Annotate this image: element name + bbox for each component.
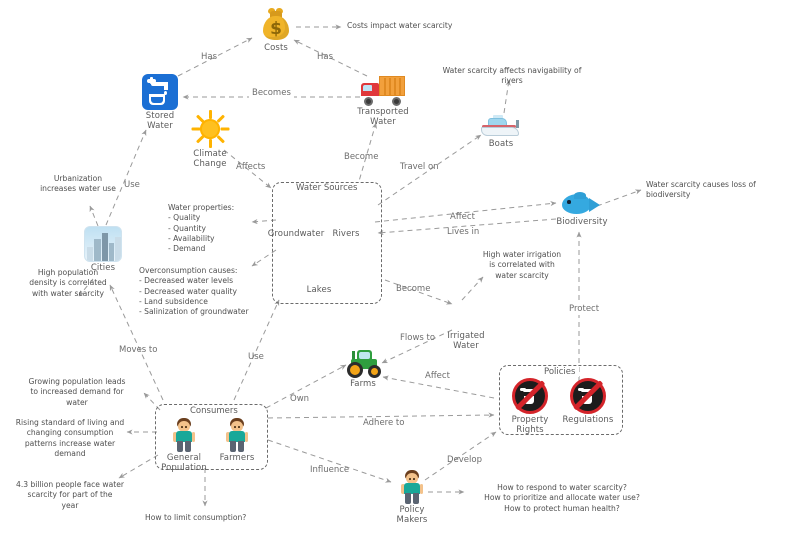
node-label-general-population: General Population [161, 453, 207, 473]
node-label-farms: Farms [350, 379, 376, 389]
node-label-lakes: Lakes [306, 285, 332, 295]
note-costs-impact: Costs impact water scarcity [347, 21, 453, 30]
node-label-climate-change: Climate Change [193, 149, 227, 169]
node-label-rivers: Rivers [332, 229, 360, 239]
node-label-irrigated-water: Irrigated Water [447, 331, 485, 351]
edge-label-use-cities: Use [124, 180, 140, 190]
boat-icon [479, 112, 523, 138]
note-limit-consumption: How to limit consumption? [145, 513, 247, 522]
no-tap-icon [512, 378, 548, 414]
note-urbanization: Urbanization increases water use [40, 174, 116, 194]
node-farmers[interactable]: Farmers [214, 418, 260, 464]
node-boats[interactable]: Boats [478, 112, 524, 150]
node-label-groundwater: Groundwater [267, 229, 325, 239]
node-climate-change[interactable]: Climate Change [186, 110, 234, 170]
edge-label-become-tw: Become [344, 152, 379, 162]
group-title-consumers: Consumers [186, 406, 242, 416]
edge-label-develop: Develop [447, 455, 482, 465]
edge-label-has-right: Has [317, 52, 334, 62]
node-general-population[interactable]: General Population [161, 418, 207, 474]
note-policy-questions: How to respond to water scarcity? How to… [484, 483, 640, 513]
edge-label-becomes: Becomes [249, 88, 294, 98]
edge-label-protect: Protect [566, 303, 603, 315]
node-biodiversity[interactable]: Biodiversity [556, 192, 608, 228]
water-tap-icon [142, 74, 178, 110]
fish-icon [562, 192, 602, 216]
group-box-consumers [155, 404, 268, 470]
no-tap-icon [570, 378, 606, 414]
person-icon [224, 418, 250, 452]
node-property-rights[interactable]: Property Rights [506, 378, 554, 436]
node-label-farmers: Farmers [219, 453, 255, 463]
water-drop-icon [306, 252, 332, 284]
edge-label-affect-farm: Affect [425, 371, 450, 381]
delivery-truck-icon [361, 76, 405, 106]
sun-icon [191, 110, 230, 148]
note-pop-density: High population density is correlated wi… [29, 268, 107, 298]
person-icon [171, 418, 197, 452]
node-farms[interactable]: Farms [340, 348, 386, 390]
node-label-policy-makers: Policy Makers [396, 505, 428, 525]
node-label-costs: Costs [264, 43, 288, 53]
edge-label-adhere-to: Adhere to [360, 418, 408, 428]
group-box-policies [499, 365, 623, 435]
edge-label-has-left: Has [201, 52, 218, 62]
group-title-policies: Policies [540, 367, 580, 377]
node-label-property-rights: Property Rights [511, 415, 549, 435]
edge-label-own: Own [290, 394, 310, 404]
note-rising-standard: Rising standard of living and changing c… [15, 418, 125, 458]
node-label-cities: Cities [90, 263, 116, 273]
tractor-icon [341, 348, 385, 378]
water-drop-icon [333, 196, 359, 228]
note-billion-people: 4.3 billion people face water scarcity f… [16, 480, 124, 510]
node-label-regulations: Regulations [562, 415, 614, 425]
edge-label-moves-to: Moves to [119, 345, 158, 355]
edge-label-influence: Influence [310, 465, 350, 475]
note-navigability: Water scarcity affects navigability of r… [442, 66, 582, 86]
edge-label-use-cons: Use [248, 352, 264, 362]
city-skyline-icon [84, 226, 122, 262]
note-high-irrigation: High water irrigation is correlated with… [482, 250, 562, 280]
edge-label-lives-in: Lives in [447, 227, 480, 237]
node-irrigated-water[interactable]: Irrigated Water [440, 298, 492, 352]
edge-label-affects: Affects [236, 162, 266, 172]
edge-label-travel-on: Travel on [400, 162, 439, 172]
person-icon [399, 470, 425, 504]
node-label-biodiversity: Biodiversity [556, 217, 608, 227]
node-groundwater[interactable]: Groundwater [267, 196, 325, 240]
node-rivers[interactable]: Rivers [324, 196, 368, 240]
node-costs[interactable]: $ Costs [254, 7, 298, 54]
node-label-boats: Boats [488, 139, 514, 149]
node-label-transported-water: Transported Water [357, 107, 409, 127]
note-overconsumption: Overconsumption causes: - Decreased wate… [139, 266, 249, 316]
edge-label-affect-bio: Affect [450, 212, 475, 222]
note-water-properties: Water properties: - Quality - Quantity -… [168, 203, 235, 253]
node-transported-water[interactable]: Transported Water [356, 76, 410, 128]
node-stored-water[interactable]: Stored Water [136, 74, 184, 132]
note-loss-biodiversity: Water scarcity causes loss of biodiversi… [646, 180, 756, 200]
edge-label-flows-to: Flows to [400, 333, 436, 343]
money-bag-icon: $ [259, 7, 293, 42]
group-title-water-sources: Water Sources [292, 183, 362, 193]
water-drop-icon [283, 196, 309, 228]
node-label-stored-water: Stored Water [145, 111, 175, 131]
note-growing-pop: Growing population leads to increased de… [28, 377, 126, 407]
edge-label-become-irr: Become [396, 284, 431, 294]
node-lakes[interactable]: Lakes [297, 252, 341, 296]
node-policy-makers[interactable]: Policy Makers [389, 470, 435, 526]
node-cities[interactable]: Cities [82, 226, 124, 274]
group-box-water-sources [272, 182, 382, 304]
node-regulations[interactable]: Regulations [562, 378, 614, 426]
water-drop-icon [453, 298, 479, 330]
